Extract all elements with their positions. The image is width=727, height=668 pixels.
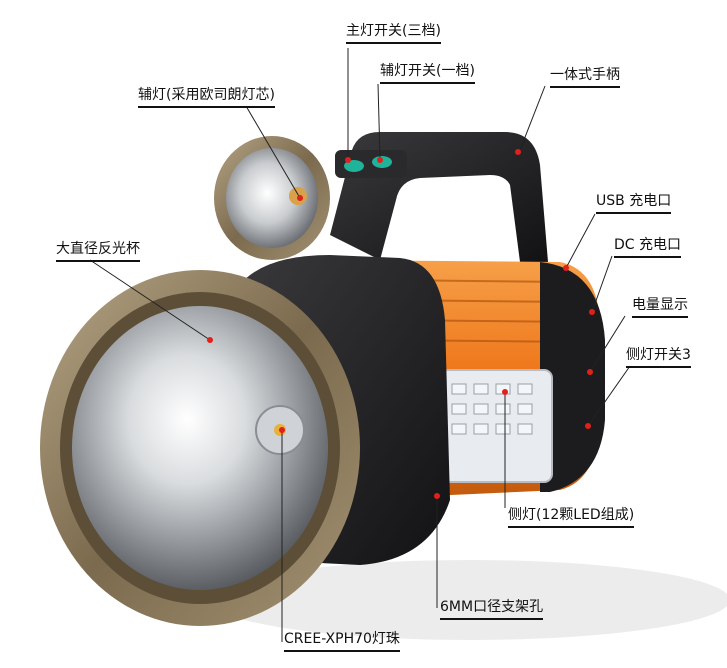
label-aux-switch: 辅灯开关(一档) <box>380 62 475 84</box>
label-handle: 一体式手柄 <box>550 66 620 88</box>
callout-lines <box>89 48 631 642</box>
label-usb-port: USB 充电口 <box>596 192 672 214</box>
callout-dots <box>207 149 595 499</box>
aux-reflector <box>226 148 318 248</box>
main-reflector <box>72 306 328 590</box>
label-side-light: 侧灯(12颗LED组成) <box>508 506 635 528</box>
label-side-switch: 侧灯开关3 <box>626 346 691 368</box>
label-dc-port: DC 充电口 <box>614 236 682 258</box>
label-main-switch: 主灯开关(三档) <box>346 22 441 44</box>
floor-shadow <box>210 560 727 640</box>
main-switch-button[interactable] <box>344 160 364 172</box>
label-aux-light: 辅灯(采用欧司朗灯芯) <box>138 86 275 108</box>
label-battery-display: 电量显示 <box>632 296 688 318</box>
rear-cap <box>540 262 605 492</box>
label-mount-hole: 6MM口径支架孔 <box>440 598 544 620</box>
label-led-bead: CREE-XPH70灯珠 <box>284 630 400 652</box>
label-reflector: 大直径反光杯 <box>56 240 140 262</box>
